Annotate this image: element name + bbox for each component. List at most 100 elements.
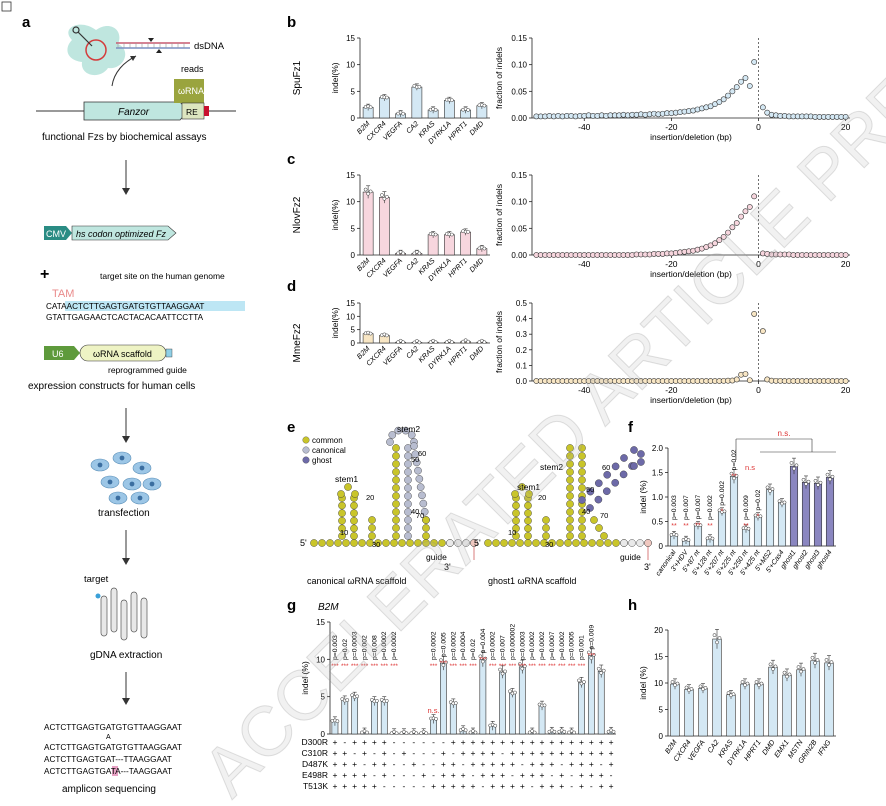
replicate-dot: [450, 232, 454, 237]
replicate-dot: [789, 461, 794, 465]
panel-a-workflow: dsDNA reads Fanzor ωRNA RE functional Fz…: [28, 24, 245, 795]
dsdna-icon: [116, 38, 190, 53]
p-value-label: p=0.009: [588, 625, 595, 650]
significance-stars: ***: [331, 663, 339, 670]
mutant-sign: -: [393, 748, 396, 758]
mutant-sign: -: [600, 759, 603, 769]
nucleotide-dot: [566, 468, 574, 476]
replicate-dot: [466, 229, 470, 234]
y-tick-label: 15: [346, 171, 355, 180]
nucleotide-dot: [512, 517, 520, 525]
cell-nucleus-icon: [137, 495, 143, 501]
mutant-sign: +: [530, 737, 535, 747]
mutant-sign: +: [559, 770, 564, 780]
mutant-sign: -: [373, 748, 376, 758]
distribution-point: [716, 237, 723, 243]
replicate-dot: [394, 731, 399, 736]
mutant-sign: -: [481, 781, 484, 791]
position-number: 60: [602, 463, 610, 472]
y-tick-label: 5: [321, 693, 326, 702]
chromosome-icon: [110, 587, 118, 633]
mutant-sign: -: [403, 770, 406, 780]
mutant-sign: +: [500, 759, 505, 769]
mutant-sign: +: [461, 748, 466, 758]
nucleotide-dot: [566, 524, 574, 532]
replicate-dot: [513, 690, 517, 695]
nucleotide-dot: [578, 496, 586, 504]
nucleotide-dot: [350, 524, 358, 533]
scaffold-label: ωRNA scaffold: [93, 349, 152, 359]
nucleotide-dot: [636, 539, 644, 547]
nucleotide-dot: [524, 532, 532, 540]
nucleotide-dot: [338, 501, 346, 510]
transfection-label: transfection: [98, 508, 150, 519]
nucleotide-dot: [392, 468, 400, 476]
bar: [670, 683, 680, 737]
nucleotide-dot: [338, 524, 346, 533]
mutant-sign: -: [383, 781, 386, 791]
mutant-sign: -: [432, 759, 435, 769]
nucleotide-dot: [578, 460, 586, 468]
nucleotide-dot: [524, 524, 532, 533]
mutant-sign: +: [520, 748, 525, 758]
panel-g-title: B2M: [318, 602, 339, 613]
p-value-label: p=0.0005: [569, 631, 576, 660]
mutant-sign: +: [342, 759, 347, 769]
replicate-dot: [401, 340, 405, 345]
legend-label: ghost: [312, 456, 332, 465]
significance-stars: ***: [489, 663, 497, 670]
x-tick-label: 20: [841, 385, 851, 395]
significance-stars: *: [721, 509, 724, 516]
significance-stars: ***: [499, 663, 507, 670]
cell-nucleus-icon: [115, 495, 121, 501]
significance-stars: ***: [371, 663, 379, 670]
insertion-mark: A: [106, 734, 111, 741]
replicate-dot: [743, 683, 747, 688]
p-value-label: p=0.008: [371, 635, 378, 660]
replicate-dot: [801, 477, 806, 482]
distribution-point: [716, 99, 723, 105]
y-tick-label: 0.05: [511, 224, 527, 233]
x-tick-label: 0: [756, 259, 761, 269]
nucleotide-dot: [338, 517, 346, 525]
mutant-sign: +: [480, 770, 485, 780]
mutant-sign: -: [570, 781, 573, 791]
target-seq-top: CATAACTCTTGAGTGATGTGTTAAGGAAT: [46, 302, 204, 311]
replicate-dot: [828, 477, 832, 482]
replicate-dot: [710, 536, 715, 541]
distribution-point: [746, 204, 753, 210]
mutant-sign: +: [510, 781, 515, 791]
nucleotide-dot: [415, 475, 424, 483]
significance-stars: ***: [588, 653, 596, 660]
mutant-sign: +: [461, 781, 466, 791]
replicate-dot: [385, 194, 389, 199]
y-tick-label: 15: [346, 299, 355, 308]
bar: [499, 671, 506, 735]
replicate-dot: [508, 689, 512, 694]
y-tick-label: 0.15: [511, 34, 527, 43]
position-number: 10: [508, 528, 516, 537]
mutant-sign: +: [549, 759, 554, 769]
replicate-dot: [375, 698, 379, 703]
replicate-dot: [698, 523, 703, 528]
replicate-dot: [586, 650, 591, 655]
replicate-dot: [684, 685, 689, 690]
nucleotide-dot: [350, 539, 358, 547]
replicate-dot: [414, 731, 419, 736]
nucleotide-dot: [344, 483, 352, 491]
y-axis-label: indel(%): [330, 199, 340, 230]
replicate-dot: [825, 472, 830, 477]
replicate-dot: [481, 659, 485, 664]
replicate-dot: [601, 668, 606, 673]
nucleotide-dot: [566, 492, 574, 500]
mutant-sign: +: [510, 759, 515, 769]
distribution-point: [751, 193, 758, 200]
nucleotide-dot: [620, 454, 628, 462]
replicate-dot: [441, 663, 446, 667]
mutant-sign: +: [480, 737, 485, 747]
guide-box: [165, 348, 173, 358]
significance-stars: ***: [538, 663, 546, 670]
mutant-sign: +: [530, 759, 535, 769]
nucleotide-dot: [368, 524, 376, 532]
nucleotide-dot: [368, 516, 376, 524]
